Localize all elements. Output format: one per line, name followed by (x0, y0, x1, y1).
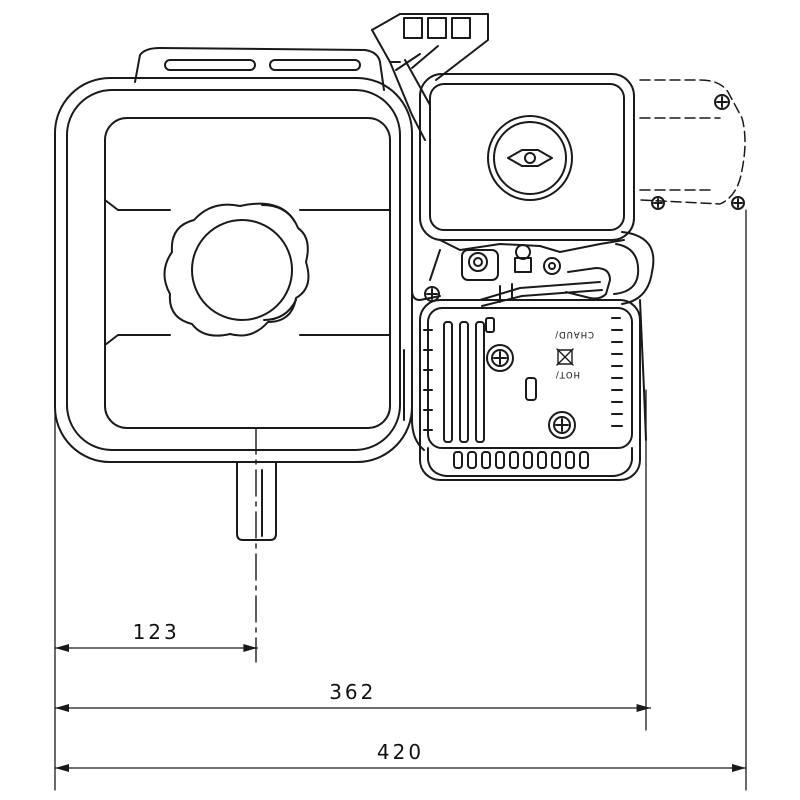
dimension-arrow-right-123 (243, 644, 258, 652)
dimension-label-362: 362 (329, 680, 376, 704)
dimension-lines (54, 644, 747, 772)
dimension-label-123: 123 (133, 620, 180, 644)
muffler-warning-label-line2: CHAUD/ (554, 329, 594, 339)
dimension-arrow-left-362 (55, 704, 69, 712)
muffler-screw-upper (486, 344, 514, 372)
dimension-arrow-right-362 (636, 704, 651, 712)
accessory-screw-top (714, 94, 730, 110)
dimension-label-420: 420 (377, 740, 424, 764)
dimension-arrow-left-420 (55, 764, 69, 772)
dimension-arrow-right-420 (732, 764, 746, 772)
air-cleaner (419, 73, 635, 241)
fuel-tank (54, 77, 413, 463)
fuel-cap (163, 202, 310, 337)
accessory-screw-right (731, 196, 745, 210)
muffler (419, 299, 641, 481)
engine-case-edge (403, 299, 647, 451)
bolt-left (424, 286, 440, 302)
crankshaft (236, 427, 277, 663)
carburetor-linkage (411, 229, 655, 307)
engine-top-cowl (134, 47, 385, 91)
extension-lines (54, 209, 747, 791)
muffler-warning-label-line1: HOT/ (555, 369, 580, 379)
dimension-arrow-left-123 (55, 644, 69, 652)
hot-warning-icon (556, 348, 574, 366)
accessory-screw-left (651, 196, 665, 210)
muffler-screw-lower (548, 411, 576, 439)
optional-accessory-outline (639, 79, 746, 205)
